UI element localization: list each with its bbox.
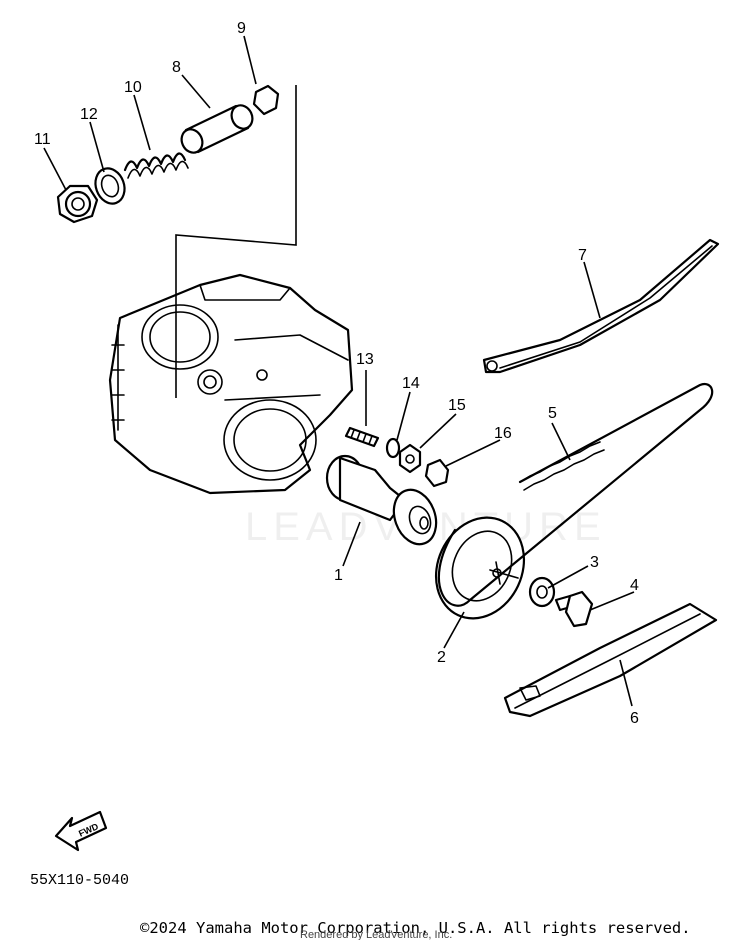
part-12-gasket xyxy=(94,167,126,205)
part-9-tensioner-cap xyxy=(252,84,280,116)
part-2-cam-sprocket xyxy=(434,516,526,620)
part-8-tensioner-sleeve xyxy=(180,104,254,154)
callout-12: 12 xyxy=(80,106,98,123)
tensioner-reference-line xyxy=(175,85,297,398)
callout-9: 9 xyxy=(237,20,246,37)
copyright: ©2024 Yamaha Motor Corporation, U.S.A. A… xyxy=(140,919,691,937)
rendered-by: Rendered by LeadVenture, Inc. xyxy=(300,929,452,940)
callout-6: 6 xyxy=(630,710,639,727)
part-13-stud xyxy=(344,426,380,448)
callout-11: 11 xyxy=(34,131,51,148)
part-1-camshaft xyxy=(325,454,438,546)
fwd-arrow: FWD xyxy=(54,810,108,852)
part-5-cam-chain xyxy=(437,382,714,607)
engine-head xyxy=(108,273,354,495)
part-4-bolt xyxy=(554,590,594,628)
part-3-washer xyxy=(528,576,556,608)
callout-10: 10 xyxy=(124,79,142,96)
leader-lines xyxy=(43,35,635,707)
callout-13: 13 xyxy=(356,351,374,368)
callout-7: 7 xyxy=(578,247,587,264)
callout-2: 2 xyxy=(437,649,446,666)
diagram-code: 55X110-5040 xyxy=(30,872,129,889)
callout-4: 4 xyxy=(630,577,639,594)
part-14-o-ring xyxy=(385,437,401,459)
callout-14: 14 xyxy=(402,375,420,392)
callout-15: 15 xyxy=(448,397,466,414)
callout-5: 5 xyxy=(548,405,557,422)
part-15-nut xyxy=(398,443,422,474)
part-10-spring xyxy=(123,152,189,179)
callout-8: 8 xyxy=(172,59,181,76)
callout-16: 16 xyxy=(494,425,512,442)
part-6-chain-guide xyxy=(503,602,718,718)
part-7-chain-guide xyxy=(482,238,720,374)
part-16-cap-nut xyxy=(424,458,450,488)
callout-1: 1 xyxy=(334,567,343,584)
callout-3: 3 xyxy=(590,554,599,571)
part-11-plug-bolt xyxy=(56,184,99,224)
